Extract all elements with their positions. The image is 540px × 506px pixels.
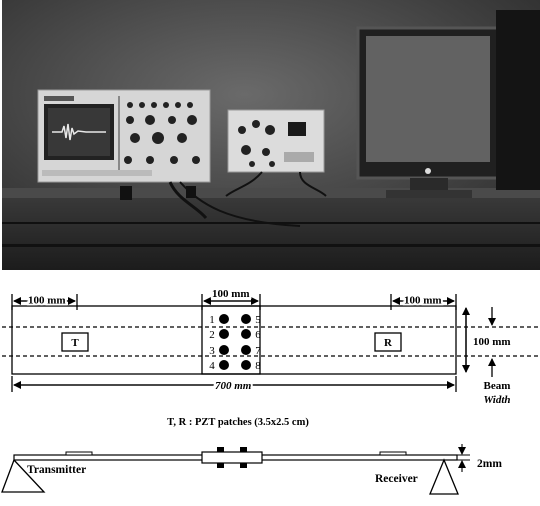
side-bolts bbox=[217, 447, 247, 468]
hole-number-8: 8 bbox=[255, 360, 261, 372]
receiver-patch bbox=[374, 332, 402, 352]
bolt-hole-6 bbox=[241, 329, 251, 339]
bolt-hole-2 bbox=[219, 329, 229, 339]
computer-monitor bbox=[356, 10, 540, 198]
joint-plate bbox=[201, 451, 263, 464]
dim-right-label: 100 mm bbox=[404, 295, 442, 307]
bolt-hole-1 bbox=[219, 314, 229, 324]
bolt-hole-8 bbox=[241, 360, 251, 370]
dim-total-label: 700 mm bbox=[215, 380, 252, 392]
bolt-hole-3 bbox=[219, 345, 229, 355]
bolt-hole-4 bbox=[219, 360, 229, 370]
figure-caption: T, R : PZT patches (3.5x2.5 cm) bbox=[167, 417, 309, 428]
thickness-label: 2mm bbox=[477, 458, 502, 470]
receiver-patch-label: R bbox=[384, 337, 393, 349]
left-support bbox=[1, 458, 46, 493]
transmitter-patch bbox=[61, 332, 89, 352]
beam-label: Beam bbox=[484, 380, 511, 392]
transmitter-label: Transmitter bbox=[27, 464, 86, 476]
dim-center-label: 100 mm bbox=[212, 288, 250, 300]
hole-number-7: 7 bbox=[255, 345, 261, 357]
receiver-label: Receiver bbox=[375, 473, 418, 485]
plan-view bbox=[2, 294, 538, 392]
plan-view-labels: 100 mm 100 mm 100 mm 700 mm 100 mm Beam … bbox=[26, 286, 513, 406]
side-receiver-patch bbox=[379, 451, 407, 456]
lab-photograph bbox=[2, 0, 540, 270]
right-support bbox=[429, 458, 459, 495]
hole-number-6: 6 bbox=[255, 329, 261, 341]
oscilloscope bbox=[37, 89, 211, 183]
hole-number-3: 3 bbox=[209, 345, 215, 357]
dim-width-label: 100 mm bbox=[473, 336, 511, 348]
function-generator bbox=[225, 109, 327, 197]
bolt-holes bbox=[219, 314, 251, 370]
hole-number-1: 1 bbox=[209, 314, 215, 326]
bolt-section bbox=[201, 305, 261, 375]
side-transmitter-patch bbox=[65, 451, 93, 456]
dim-left-label: 100 mm bbox=[28, 295, 66, 307]
hole-number-2: 2 bbox=[209, 329, 215, 341]
hole-number-5: 5 bbox=[255, 314, 261, 326]
photo-table bbox=[2, 195, 540, 270]
width-label: Width bbox=[483, 394, 510, 406]
bolt-hole-5 bbox=[241, 314, 251, 324]
hole-number-4: 4 bbox=[209, 360, 215, 372]
transmitter-patch-label: T bbox=[71, 337, 79, 349]
bolt-hole-7 bbox=[241, 345, 251, 355]
side-view: Transmitter Receiver 2mm bbox=[1, 444, 502, 495]
